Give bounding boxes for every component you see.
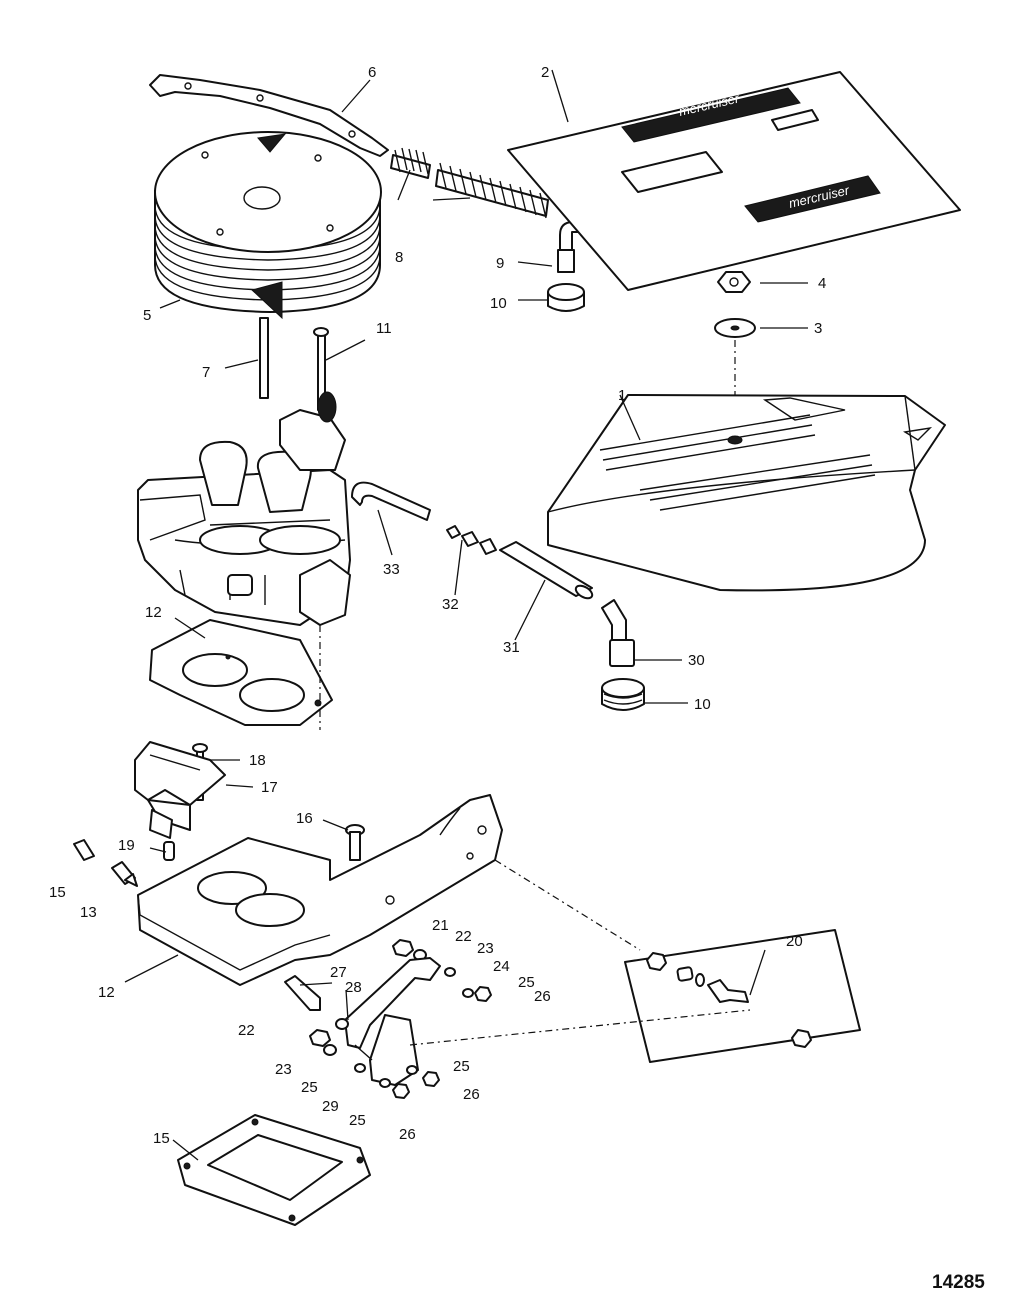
part-5-flame-arrestor bbox=[154, 131, 382, 320]
callout-10-top: 10 bbox=[490, 295, 507, 312]
callout-6: 6 bbox=[368, 64, 376, 81]
callout-26-c: 26 bbox=[399, 1126, 416, 1143]
part-17-screw bbox=[345, 824, 365, 861]
callout-4: 4 bbox=[818, 275, 826, 292]
figure-number: 14285 bbox=[932, 1272, 985, 1293]
callout-11: 11 bbox=[376, 320, 392, 337]
part-7-stud bbox=[259, 317, 269, 399]
part-15-base-gasket bbox=[177, 1114, 371, 1226]
callout-26-a: 26 bbox=[534, 988, 551, 1005]
part-31-hose bbox=[499, 541, 594, 600]
part-10-grommet-top bbox=[547, 283, 585, 312]
callout-22-lower: 22 bbox=[238, 1022, 255, 1039]
callout-25-d: 25 bbox=[301, 1079, 318, 1096]
callout-25-e: 25 bbox=[349, 1112, 366, 1129]
callout-30: 30 bbox=[688, 652, 705, 669]
callout-25-b: 25 bbox=[518, 974, 535, 991]
throttle-body-assembly bbox=[137, 391, 351, 626]
callout-10-bottom: 10 bbox=[694, 696, 711, 713]
part-3-washer bbox=[714, 318, 756, 338]
callout-5: 5 bbox=[143, 307, 151, 324]
callout-16: 15 bbox=[49, 884, 66, 901]
part-2-decal-sheet: mercruiser mercruiser bbox=[507, 71, 961, 291]
callout-2: 2 bbox=[541, 64, 549, 81]
callout-20: 19 bbox=[118, 837, 135, 854]
callout-31: 31 bbox=[503, 639, 520, 656]
callout-29: 29 bbox=[322, 1098, 339, 1115]
callout-17: 16 bbox=[296, 810, 313, 827]
part-12-adapter-plate bbox=[137, 794, 503, 986]
callout-7: 7 bbox=[202, 364, 210, 381]
part-1-cover bbox=[547, 394, 946, 592]
callout-26-b: 26 bbox=[463, 1086, 480, 1103]
callout-24: 23 bbox=[477, 940, 494, 957]
callout-14: 13 bbox=[80, 904, 97, 921]
part-13-gasket bbox=[149, 619, 333, 726]
part-30-elbow-fitting bbox=[601, 599, 635, 667]
part-4-nut bbox=[717, 271, 751, 293]
callout-8: 8 bbox=[395, 249, 403, 266]
part-21-hardware-kit bbox=[624, 929, 861, 1063]
callout-15: 15 bbox=[153, 1130, 170, 1147]
part-10-grommet-bottom bbox=[601, 678, 645, 711]
callout-25-a: 24 bbox=[493, 958, 510, 975]
linkage-hardware bbox=[284, 939, 492, 1099]
leader-lines bbox=[124, 69, 808, 1161]
callout-13: 12 bbox=[145, 604, 162, 621]
callout-33: 33 bbox=[383, 561, 400, 578]
part-14-fitting bbox=[111, 861, 138, 887]
part-16-plug bbox=[73, 839, 95, 861]
part-32-connector bbox=[446, 525, 497, 555]
part-6-throttle-linkage bbox=[149, 74, 389, 157]
callout-labels: 6 2 8 9 10 4 3 5 11 7 1 33 32 12 31 30 1… bbox=[49, 64, 826, 1147]
callout-23-lower: 23 bbox=[275, 1061, 292, 1078]
part-33-hose bbox=[351, 481, 431, 521]
callout-32: 32 bbox=[442, 596, 459, 613]
callout-28: 28 bbox=[345, 979, 362, 996]
callout-21: 20 bbox=[786, 933, 803, 950]
callout-18: 17 bbox=[261, 779, 278, 796]
part-20-nut bbox=[163, 841, 175, 861]
callout-25-c: 25 bbox=[453, 1058, 470, 1075]
callout-19: 18 bbox=[249, 752, 266, 769]
callout-27: 27 bbox=[330, 964, 347, 981]
callout-23-upper: 22 bbox=[455, 928, 472, 945]
callout-1: 1 bbox=[618, 387, 626, 404]
callout-12: 12 bbox=[98, 984, 115, 1001]
callout-9: 9 bbox=[496, 255, 504, 272]
callout-3: 3 bbox=[814, 320, 822, 337]
part-18-sensor bbox=[134, 741, 226, 839]
part-8-springs bbox=[390, 147, 549, 219]
callout-22-upper: 21 bbox=[432, 917, 449, 934]
